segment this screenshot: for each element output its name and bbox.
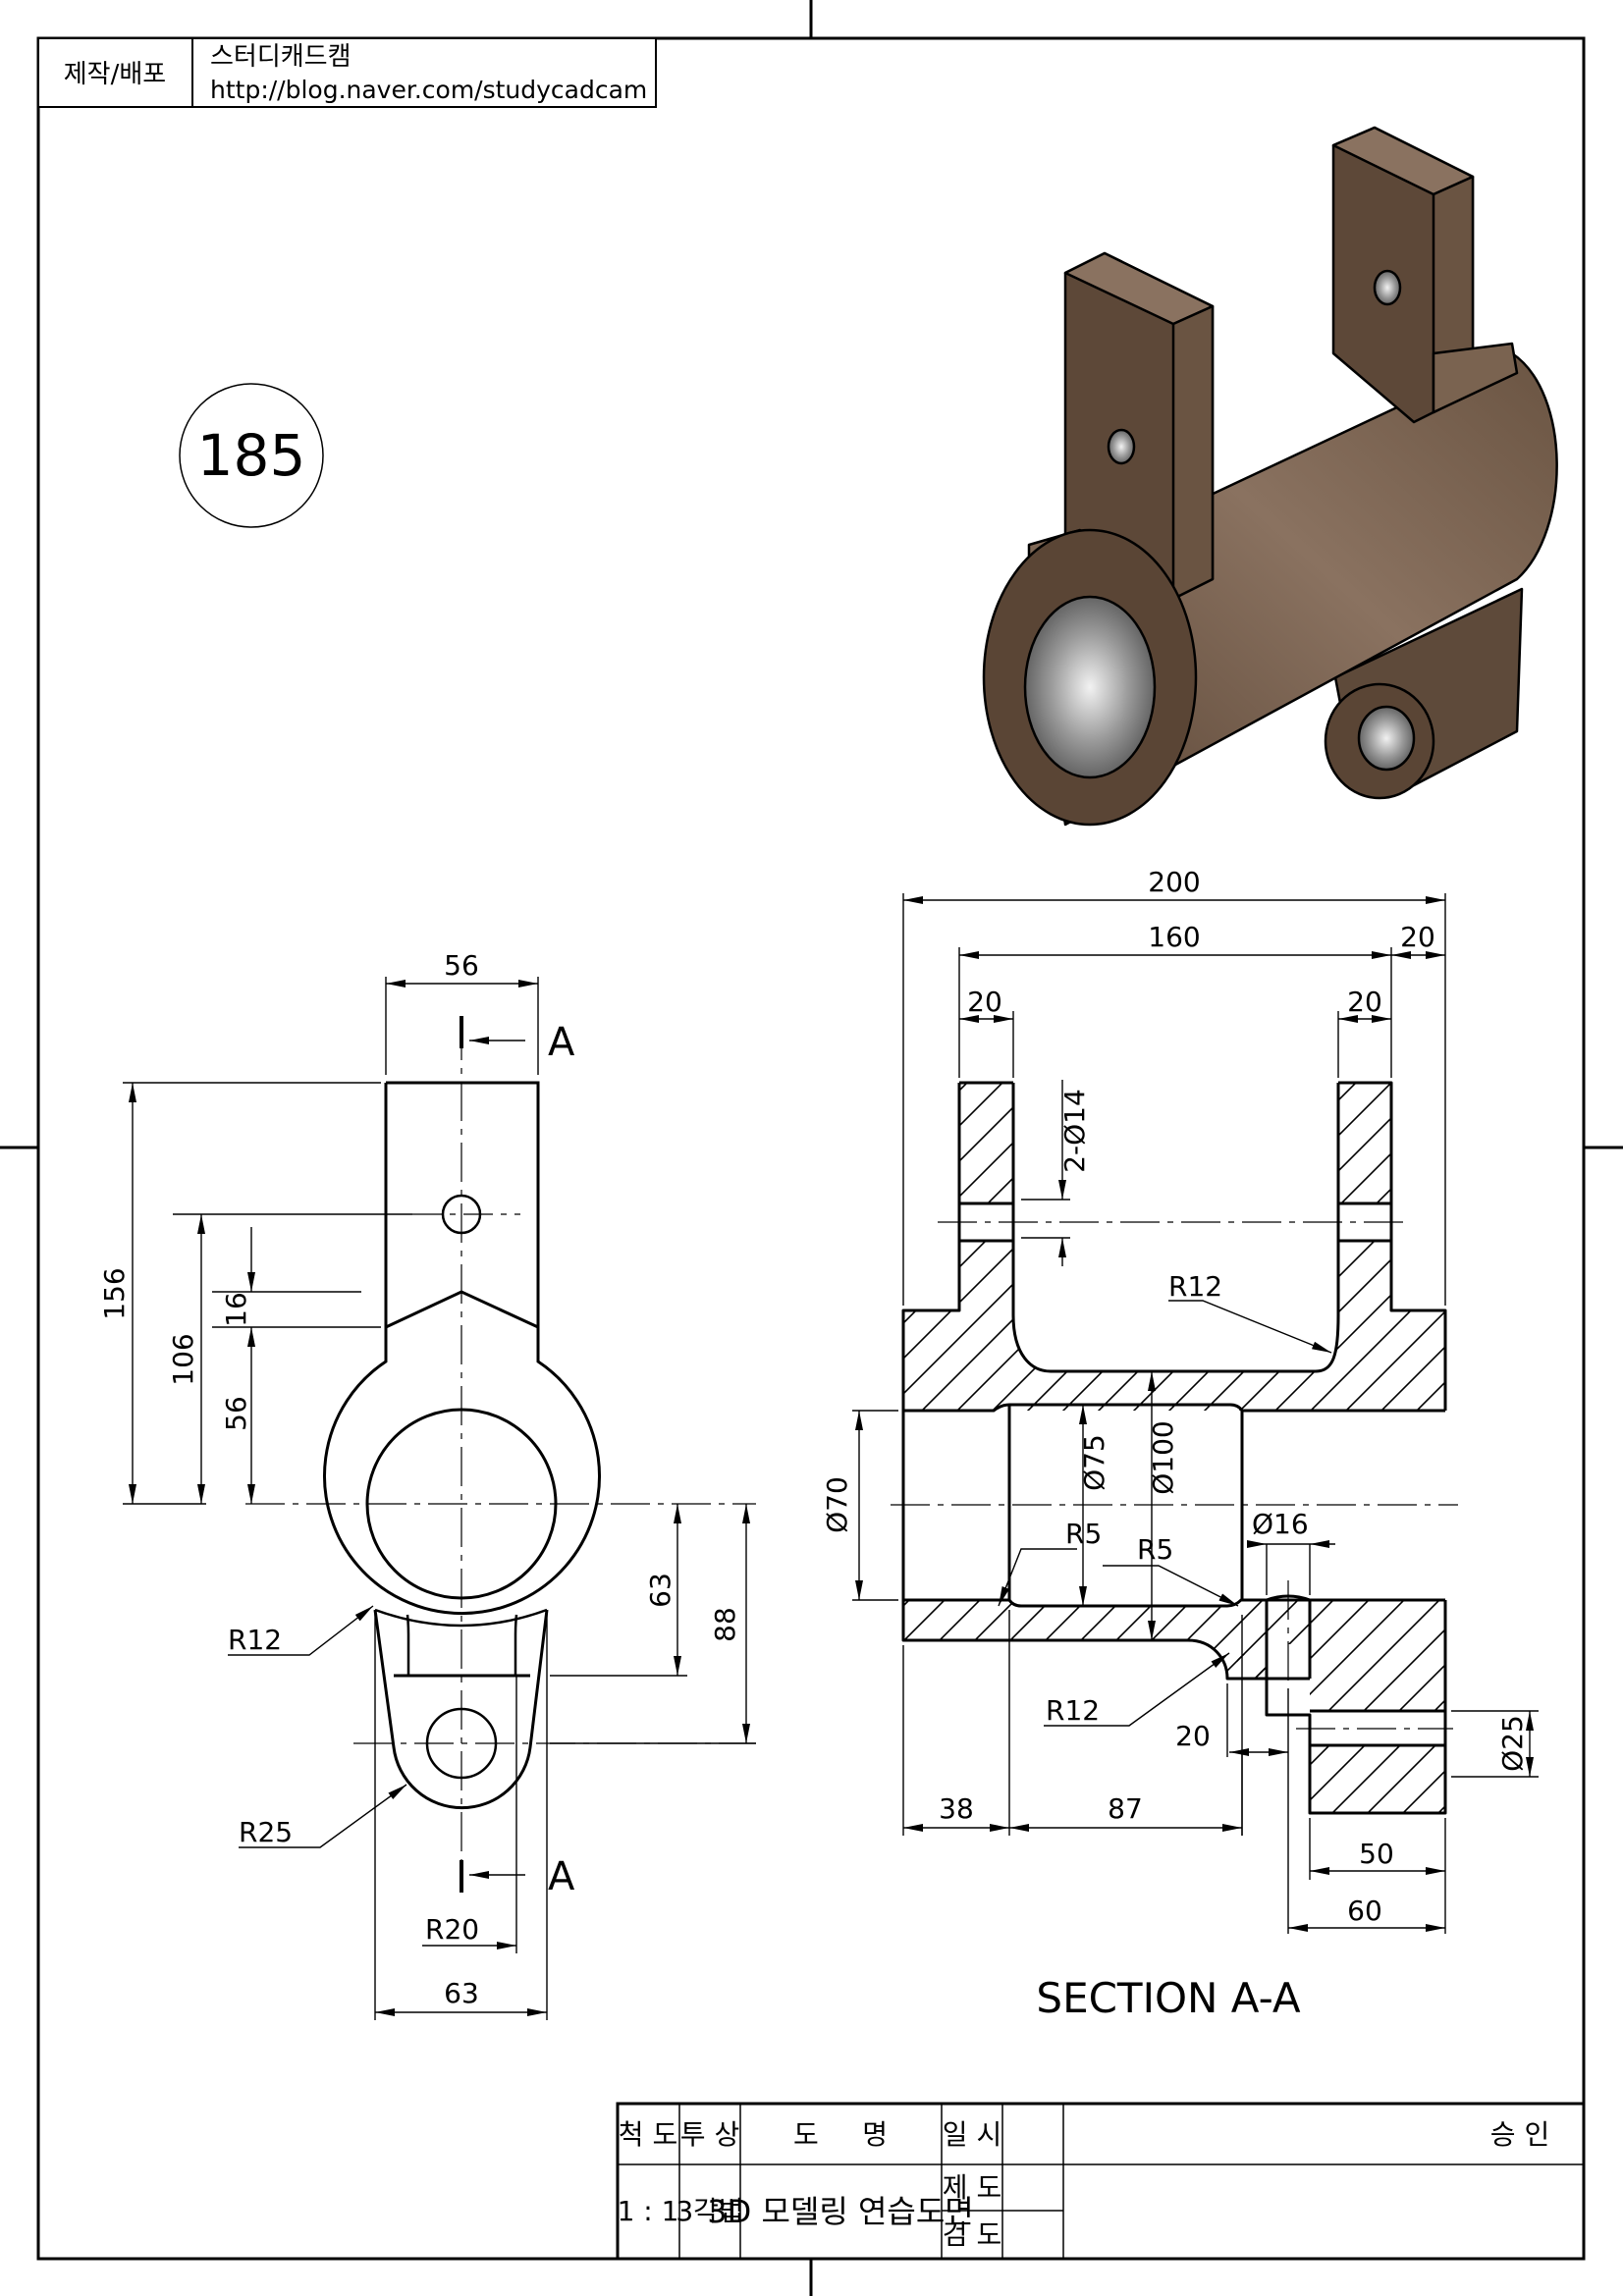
dim-mid-len: 87 (1108, 1792, 1143, 1825)
section-title: SECTION A-A (1036, 1974, 1300, 2022)
dim-bore-mid: Ø75 (1078, 1434, 1110, 1491)
dim-lug-len: 50 (1359, 1838, 1394, 1870)
date-label: 일 시 (943, 2118, 1001, 2151)
dim-overall-height: 156 (98, 1267, 131, 1319)
dim-r-bottom: R12 (1046, 1694, 1100, 1727)
dim-ear-span: 160 (1148, 921, 1200, 953)
section-view-labels: 200 160 20 20 20 2-Ø14 R12 Ø70 Ø75 Ø100 … (821, 866, 1529, 2022)
dim-right-ear-width: 20 (1347, 986, 1382, 1018)
dim-hole-height: 106 (167, 1333, 199, 1385)
section-view (852, 893, 1539, 1934)
dim-lug-gap: 20 (1175, 1720, 1211, 1752)
drawing-name: 3D 모델링 연습도면 (707, 2193, 973, 2230)
dim-r-fillet-upper: R12 (228, 1624, 282, 1656)
projection-value: 3각법 (676, 2195, 743, 2227)
dim-left-len: 38 (939, 1792, 974, 1825)
dim-outer-dia: Ø100 (1147, 1420, 1179, 1494)
producer-header: 제작/배포 스터디캐드캠 http://blog.naver.com/study… (37, 37, 657, 108)
dim-lower-height: 56 (220, 1396, 252, 1431)
dim-r-right: R5 (1137, 1533, 1173, 1566)
drafted-label: 제 도 (943, 2171, 1001, 2204)
checked-label: 검 도 (943, 2218, 1001, 2251)
front-view (123, 977, 756, 2020)
dim-lug-drop: 88 (709, 1607, 741, 1642)
dim-r-top: R12 (1168, 1270, 1222, 1303)
isometric-3d-model (982, 126, 1558, 827)
dim-r-lug-inner: R20 (425, 1913, 479, 1946)
scale-value: 1 : 1 (618, 2195, 679, 2227)
dim-ear-holes: 2-Ø14 (1058, 1089, 1091, 1173)
section-marker-bottom: A (548, 1854, 575, 1899)
drawing-number: 185 (197, 422, 306, 489)
dim-bore-end: Ø70 (821, 1476, 853, 1533)
dim-lug-bore: Ø25 (1496, 1715, 1529, 1772)
section-marker-top: A (548, 1020, 575, 1065)
dim-notch: 16 (220, 1292, 252, 1327)
dim-cross-hole: Ø16 (1252, 1508, 1309, 1540)
producer-label: 제작/배포 (64, 60, 166, 89)
approve-label: 승 인 (1490, 2118, 1549, 2151)
dim-lug-total: 60 (1347, 1895, 1382, 1927)
dim-r-lug: R25 (239, 1816, 293, 1848)
dim-r-left: R5 (1065, 1518, 1102, 1550)
name-label: 도 명 (793, 2118, 888, 2151)
projection-label: 투 상 (680, 2118, 739, 2151)
front-view-labels: A A 56 156 106 16 56 63 88 R12 R25 R20 6… (98, 949, 741, 2009)
title-block: 척 도 투 상 도 명 일 시 승 인 1 : 1 3각법 3D 모델링 연습도… (616, 2102, 1586, 2261)
dim-overall-length: 200 (1148, 866, 1200, 898)
dim-right-offset: 20 (1400, 921, 1435, 953)
dim-left-ear-width: 20 (967, 986, 1002, 1018)
dim-boss-drop: 63 (644, 1573, 676, 1608)
drawing-number-badge: 185 (179, 383, 324, 528)
producer-name: 스터디캐드캠 (210, 42, 352, 72)
dim-top-width: 56 (444, 949, 479, 982)
dim-lug-width: 63 (444, 1977, 479, 2009)
producer-url[interactable]: http://blog.naver.com/studycadcam (210, 76, 647, 104)
scale-label: 척 도 (619, 2118, 677, 2151)
